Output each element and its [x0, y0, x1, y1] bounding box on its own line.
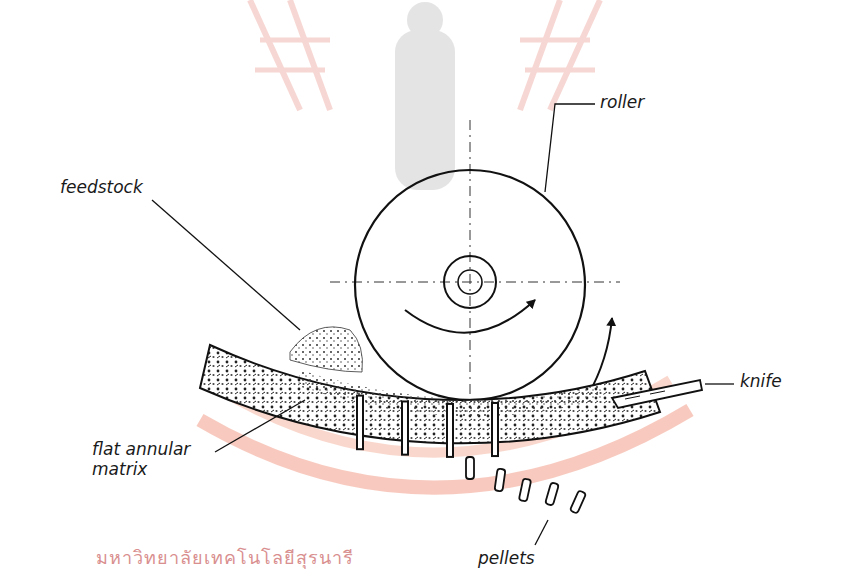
pellet [519, 478, 531, 501]
die-channel [447, 404, 453, 457]
pellet [495, 469, 506, 492]
leader-lines [152, 104, 734, 545]
watermark-emblem [200, 0, 690, 488]
feedstock-pile [290, 327, 363, 372]
falling-pellets [466, 457, 586, 514]
part-label: flat annular matrix [92, 440, 210, 479]
part-label: feedstock [60, 178, 143, 198]
pellet [466, 457, 474, 479]
roller-wheel [355, 170, 585, 400]
annular-matrix [200, 345, 660, 443]
die-channel [492, 403, 498, 456]
knife-edge [625, 391, 665, 399]
rotation-arrow [405, 300, 535, 333]
roller-hub [444, 256, 496, 308]
part-label: pellets [478, 549, 535, 569]
part-label: roller [600, 93, 644, 113]
knife-blade [612, 380, 702, 408]
pellet [545, 482, 559, 505]
roller-axle [458, 270, 482, 294]
die-channel [357, 396, 363, 450]
die-channel [402, 401, 408, 454]
die-channels [357, 396, 498, 457]
pellet [570, 490, 586, 513]
watermark-text: มหาวิทยาลัยเทคโนโลยีสุรนารี [96, 548, 354, 569]
part-label: knife [740, 372, 782, 392]
